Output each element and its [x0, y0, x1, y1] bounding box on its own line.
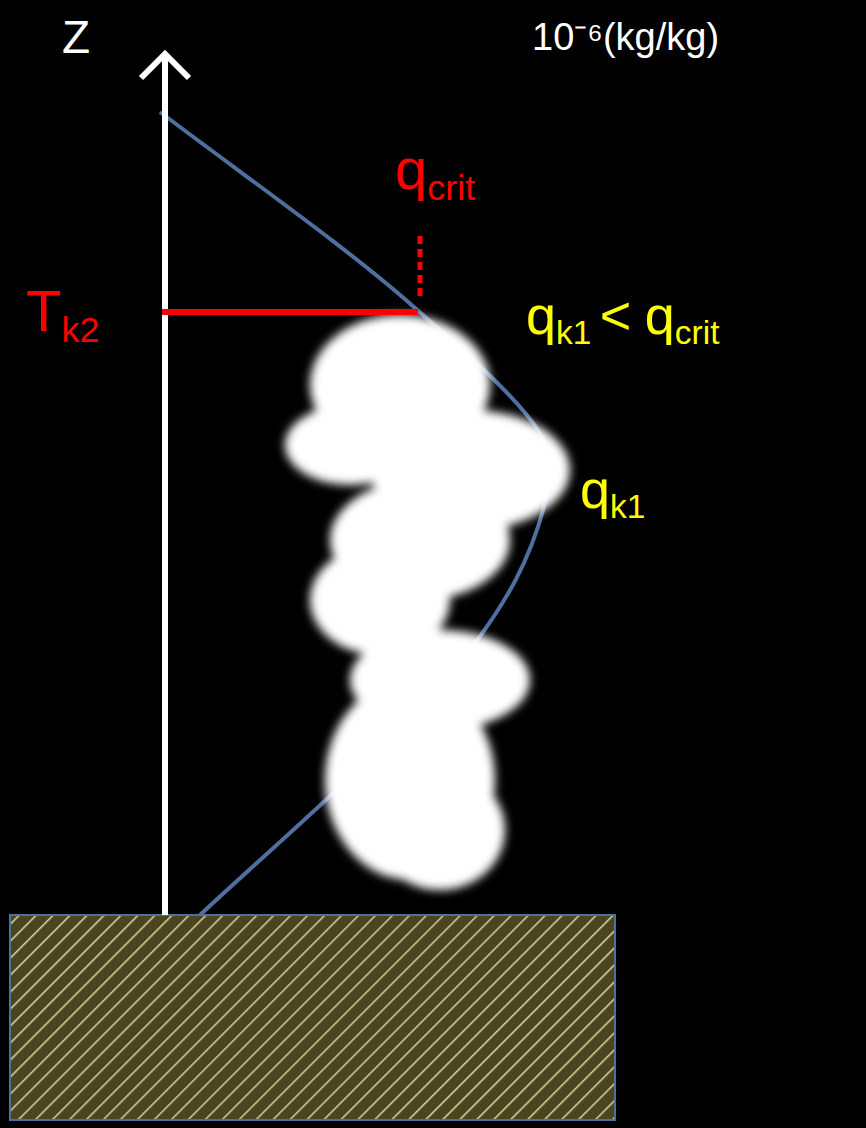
cloud-top-level	[162, 309, 418, 315]
z-axis	[162, 56, 168, 915]
symbol: q	[645, 285, 675, 345]
subscript: crit	[427, 167, 475, 208]
symbol: q	[395, 136, 427, 201]
symbol: q	[526, 285, 556, 345]
symbol: 10⁻⁶(kg/kg)	[532, 16, 719, 58]
condition-label: qk1<qcrit	[526, 288, 719, 350]
subscript: crit	[675, 314, 720, 351]
value-label: qk1	[580, 462, 645, 524]
subscript: k1	[610, 488, 645, 525]
symbol: q	[580, 459, 610, 519]
cloud	[285, 315, 570, 890]
unit-label: 10⁻⁶(kg/kg)	[532, 18, 719, 56]
symbol: Z	[62, 11, 90, 63]
subscript: k2	[61, 309, 99, 350]
humidity-profile	[160, 112, 551, 915]
ground-surface	[10, 915, 615, 1120]
axis-label: Z	[62, 14, 90, 60]
axis-arrowhead	[141, 54, 189, 78]
symbol: <	[600, 285, 632, 345]
critical-marker	[418, 236, 423, 300]
subscript: k1	[556, 314, 591, 351]
level-label: Tk2	[26, 282, 99, 348]
symbol: T	[26, 278, 61, 343]
critical-label: qcrit	[395, 140, 475, 206]
